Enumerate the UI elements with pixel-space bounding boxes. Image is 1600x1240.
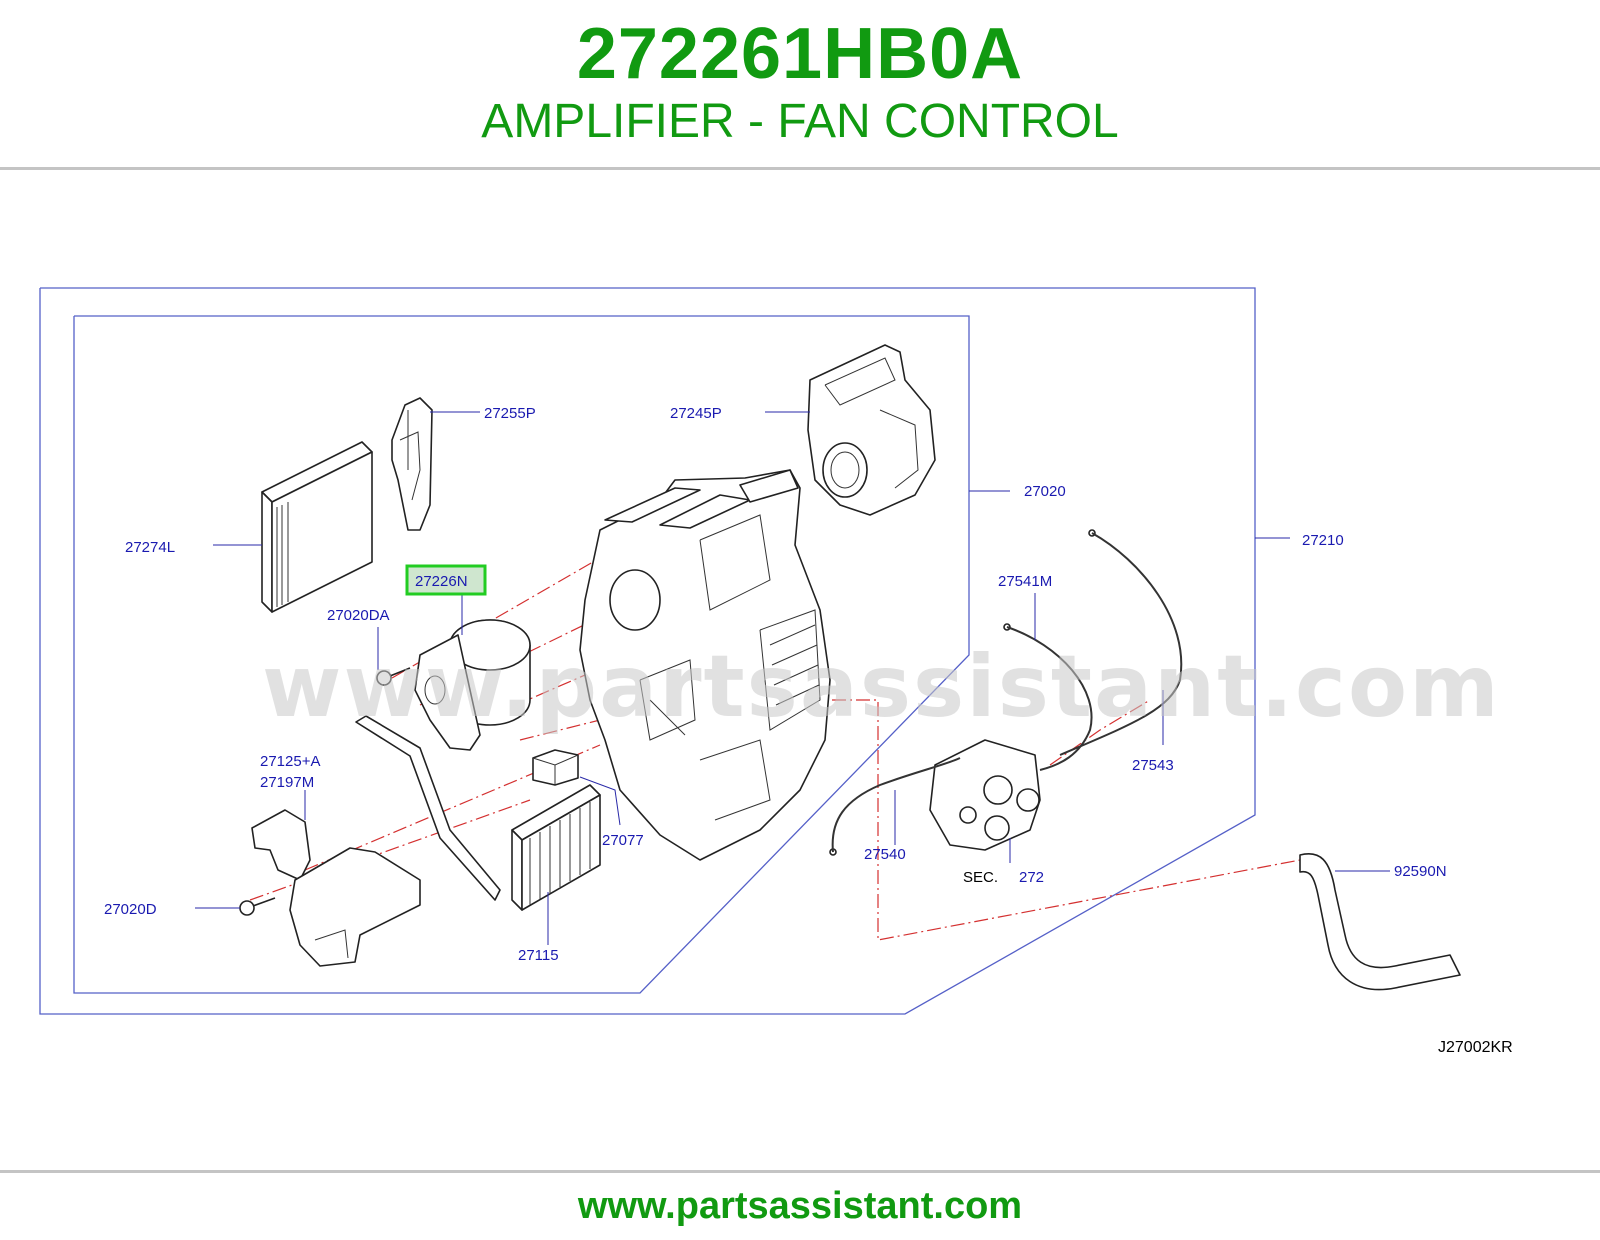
callout-27540[interactable]: 27540 <box>864 846 906 863</box>
parts-diagram: www.partsassistant.com 27255P 27245P 270… <box>39 287 1513 1056</box>
inner-frame <box>73 315 970 994</box>
callout-27245P[interactable]: 27245P <box>670 405 722 422</box>
heater-core-part[interactable] <box>355 715 601 911</box>
callout-27020DA[interactable]: 27020DA <box>327 607 390 624</box>
callout-27125A[interactable]: 27125+A <box>260 753 320 770</box>
callout-27197M[interactable]: 27197M <box>260 774 314 791</box>
callout-27541M[interactable]: 27541M <box>998 573 1052 590</box>
air-filter-part[interactable] <box>261 441 373 613</box>
callout-27115[interactable]: 27115 <box>518 947 559 964</box>
callout-92590N[interactable]: 92590N <box>1394 863 1447 880</box>
callout-27077[interactable]: 27077 <box>602 832 644 849</box>
lower-cover-part[interactable] <box>289 847 421 967</box>
cable-27543[interactable] <box>1059 529 1183 756</box>
watermark: www.partsassistant.com <box>262 637 1501 737</box>
callout-27020D[interactable]: 27020D <box>104 901 157 918</box>
screw-27020DA-part[interactable] <box>376 667 411 686</box>
part-number: 272261HB0A <box>576 14 1024 94</box>
callout-27543[interactable]: 27543 <box>1132 757 1174 774</box>
intake-housing-part[interactable] <box>807 344 936 516</box>
blower-motor-part[interactable] <box>414 619 531 751</box>
callout-27255P[interactable]: 27255P <box>484 405 536 422</box>
sec-reference[interactable]: 272 <box>1019 869 1044 886</box>
leader-lines <box>195 411 1390 945</box>
cable-27541M[interactable] <box>1003 623 1093 771</box>
outer-frame <box>39 287 1256 1015</box>
footer-url[interactable]: www.partsassistant.com <box>577 1185 1023 1227</box>
callout-27226N[interactable]: 27226N <box>415 573 468 590</box>
header-divider <box>0 167 1600 170</box>
part-title: AMPLIFIER - FAN CONTROL <box>481 95 1119 148</box>
heater-unit-case-part[interactable] <box>579 469 831 861</box>
footer-divider <box>0 1170 1600 1173</box>
control-unit-part[interactable] <box>929 739 1041 851</box>
drain-hose-part[interactable] <box>1299 853 1461 991</box>
drawing-code: J27002KR <box>1438 1039 1513 1056</box>
highlight-box-27226N <box>405 564 487 596</box>
callout-27210[interactable]: 27210 <box>1302 532 1344 549</box>
page-header: 272261HB0A AMPLIFIER - FAN CONTROL <box>0 0 1600 170</box>
fan-control-amplifier-part[interactable] <box>532 749 579 786</box>
cable-27540[interactable] <box>829 757 961 856</box>
callout-27274L[interactable]: 27274L <box>125 539 175 556</box>
callout-27020[interactable]: 27020 <box>1024 483 1066 500</box>
screw-27020D-part[interactable] <box>239 897 276 916</box>
foot-duct-part[interactable] <box>251 809 311 881</box>
filter-bracket-part[interactable] <box>391 397 433 531</box>
sec-label: SEC. <box>963 869 998 886</box>
